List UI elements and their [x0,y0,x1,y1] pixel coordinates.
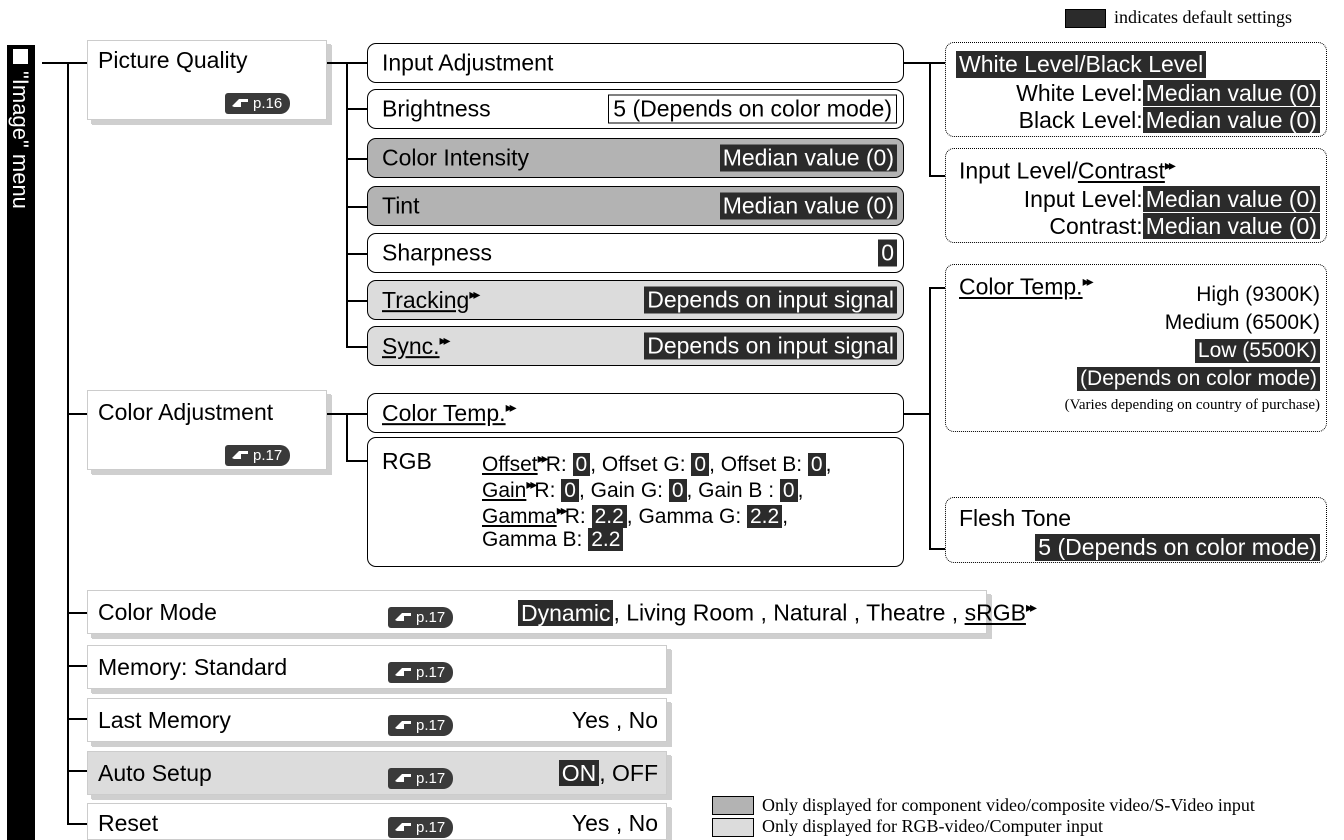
input-level-contrast-panel: Input Level/Contrast▸▸ Input Level:Media… [945,148,1327,243]
color-mode-options: Dynamic, Living Room , Natural , Theatre… [518,599,1037,627]
sharpness-item[interactable]: Sharpness 0 [367,233,904,273]
arrow-icon: ▸▸ [1025,599,1037,615]
color-adjustment-node[interactable]: Color Adjustment p.17 [87,390,327,470]
memory-ref[interactable]: p.17 [388,662,454,683]
color-adjustment-ref[interactable]: p.17 [225,445,291,466]
hand-pointer-icon [232,99,248,107]
sync-item[interactable]: Sync.▸▸ Depends on input signal [367,326,904,366]
reset-row[interactable]: Reset p.17 Yes , No [87,803,667,840]
arrow-icon: ▸▸ [505,399,517,416]
picture-quality-node[interactable]: Picture Quality p.16 [87,40,327,120]
reset-ref[interactable]: p.17 [388,817,454,838]
color-intensity-item[interactable]: Color Intensity Median value (0) [367,138,904,178]
color-temp-panel: Color Temp.▸▸ High (9300K) Medium (6500K… [945,264,1327,432]
tracking-item[interactable]: Tracking▸▸ Depends on input signal [367,280,904,320]
last-memory-ref[interactable]: p.17 [388,715,454,736]
component-swatch [712,796,754,815]
side-title: "Image" menu [8,71,33,209]
auto-setup-row[interactable]: Auto Setup p.17 ON, OFF [87,751,667,795]
default-legend-text: indicates default settings [1114,7,1292,27]
color-temp-title: Color Temp. [959,273,1083,300]
hand-pointer-icon [232,451,248,459]
arrow-icon: ▸▸ [469,286,480,303]
arrow-icon: ▸▸ [1082,273,1094,289]
flesh-tone-title: Flesh Tone [959,505,1072,531]
color-adjustment-label: Color Adjustment [98,399,274,425]
flesh-tone-panel: Flesh Tone 5 (Depends on color mode) [945,497,1327,563]
auto-setup-options: ON, OFF [558,760,658,787]
color-temp-item[interactable]: Color Temp.▸▸ [367,393,904,433]
picture-quality-label: Picture Quality [98,47,248,73]
auto-setup-ref[interactable]: p.17 [388,768,454,789]
hand-pointer-icon [395,668,411,676]
flesh-tone-value: 5 (Depends on color mode) [1035,534,1320,561]
input-adjustment-item[interactable]: Input Adjustment [367,43,904,83]
component-legend-text: Only displayed for component video/compo… [762,795,1255,815]
last-memory-row[interactable]: Last Memory p.17 Yes , No [87,698,667,742]
white-black-level-title: White Level/Black Level [956,51,1207,78]
last-memory-options: Yes , No [571,707,658,733]
side-square-icon [13,49,28,64]
brightness-item[interactable]: Brightness 5 (Depends on color mode) [367,89,904,129]
rgb-gain-line: Gain▸▸R: 0, Gain G: 0, Gain B : 0, [482,476,804,502]
hand-pointer-icon [395,823,411,831]
temp-note: (Varies depending on country of purchase… [1064,397,1320,413]
hand-pointer-icon [395,613,411,621]
rgb-label: RGB [382,448,432,474]
color-mode-ref[interactable]: p.17 [388,607,454,628]
memory-standard-row[interactable]: Memory: Standard p.17 [87,645,667,689]
side-title-bar: "Image" menu [7,45,35,840]
temp-high: High (9300K) [1196,283,1320,306]
reset-options: Yes , No [571,810,658,836]
picture-quality-ref[interactable]: p.16 [225,93,291,114]
default-swatch [1065,9,1106,28]
trunk-line [67,62,69,824]
rgb-item[interactable]: RGB Offset▸▸R: 0, Offset G: 0, Offset B:… [367,437,904,567]
hand-pointer-icon [395,774,411,782]
arrow-icon: ▸▸ [1164,157,1176,173]
rgb-gamma-b-line: Gamma B: 2.2 [482,528,624,552]
rgb-gamma-line: Gamma▸▸R: 2.2, Gamma G: 2.2, [482,502,789,528]
temp-medium: Medium (6500K) [1164,311,1320,334]
white-black-level-panel: White Level/Black Level White Level:Medi… [945,42,1327,137]
arrow-icon: ▸▸ [439,332,451,349]
color-mode-row[interactable]: Color Mode p.17 Dynamic, Living Room , N… [87,590,1037,634]
rgb-swatch [712,818,754,837]
hand-pointer-icon [395,721,411,729]
temp-depends: (Depends on color mode) [1077,367,1320,391]
rgb-offset-line: Offset▸▸R: 0, Offset G: 0, Offset B: 0, [482,450,832,476]
temp-low: Low (5500K) [1194,339,1320,363]
rgb-legend-text: Only displayed for RGB-video/Computer in… [762,816,1103,836]
tint-item[interactable]: Tint Median value (0) [367,186,904,226]
